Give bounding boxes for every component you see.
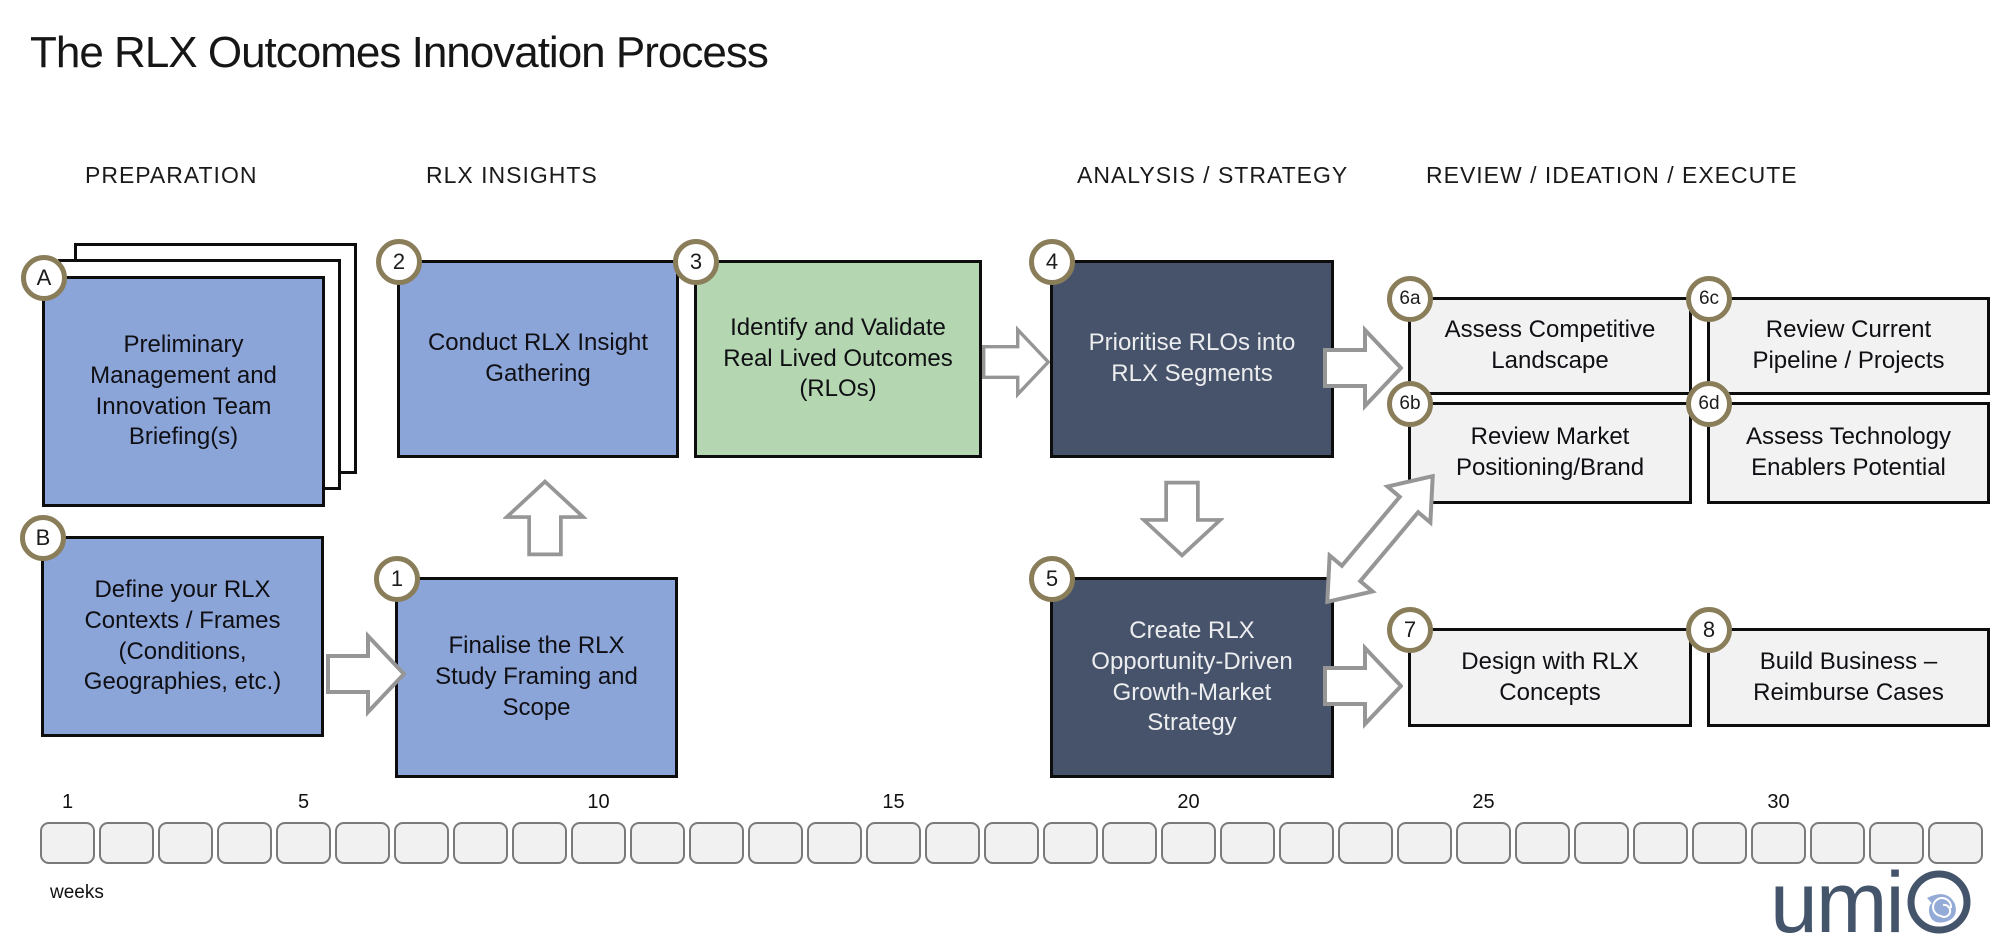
timeline-cell	[1633, 822, 1688, 864]
phase-header-review-ideation-execute: REVIEW / IDEATION / EXECUTE	[1426, 162, 1798, 188]
step-label-8: Build Business – Reimburse Cases	[1753, 647, 1944, 706]
arrow-right-3-to-4-icon	[982, 325, 1050, 399]
step-label-1: Finalise the RLX Study Framing and Scope	[435, 632, 638, 721]
phase-header-preparation: PREPARATION	[85, 162, 258, 188]
arrow-right-4-to-6a-icon	[1323, 324, 1403, 412]
timeline-cell	[1515, 822, 1570, 864]
step-badge-6a: 6a	[1387, 276, 1433, 322]
step-box-4: 4 Prioritise RLOs into RLX Segments	[1029, 239, 1334, 458]
umio-logo-text: umi	[1770, 854, 1905, 948]
step-box-6c: 6c Review Current Pipeline / Projects	[1686, 276, 1990, 395]
timeline-cell	[40, 822, 95, 864]
timeline-cell	[512, 822, 567, 864]
step-badge-3: 3	[673, 239, 719, 285]
timeline-cell	[1102, 822, 1157, 864]
timeline-cell	[984, 822, 1039, 864]
step-box-5: 5 Create RLX Opportunity-Driven Growth-M…	[1029, 556, 1334, 778]
timeline-cell	[99, 822, 154, 864]
timeline-cell	[394, 822, 449, 864]
week-label: 20	[1177, 791, 1200, 813]
step-box-6b: 6b Review Market Positioning/Brand	[1387, 381, 1692, 504]
step-label-a: Preliminary Management and Innovation Te…	[90, 331, 277, 451]
timeline-cell	[1574, 822, 1629, 864]
step-badge-6d: 6d	[1686, 381, 1732, 427]
timeline-cell	[1456, 822, 1511, 864]
timeline-cell	[158, 822, 213, 864]
step-box-8: 8 Build Business – Reimburse Cases	[1686, 607, 1990, 727]
arrow-right-b-to-1-icon	[326, 630, 406, 718]
timeline-cell	[1279, 822, 1334, 864]
step-badge-6b: 6b	[1387, 381, 1433, 427]
timeline-cell	[866, 822, 921, 864]
arrow-up-1-to-2-icon	[503, 479, 587, 557]
week-label: 5	[297, 791, 310, 813]
timeline-cell	[1161, 822, 1216, 864]
step-label-5: Create RLX Opportunity-Driven Growth-Mar…	[1091, 617, 1293, 737]
timeline-cell	[689, 822, 744, 864]
arrow-down-4-to-5-icon	[1140, 480, 1224, 558]
step-label-2: Conduct RLX Insight Gathering	[427, 329, 649, 387]
timeline-cell	[276, 822, 331, 864]
step-label-6d: Assess Technology Enablers Potential	[1745, 423, 1951, 481]
step-label-6c: Review Current Pipeline / Projects	[1752, 316, 1945, 374]
step-badge-4: 4	[1029, 239, 1075, 285]
timeline-cell	[1928, 822, 1983, 864]
timeline-cell	[925, 822, 980, 864]
timeline-cells	[0, 822, 2000, 864]
timeline-cell	[1220, 822, 1275, 864]
step-box-7: 7 Design with RLX Concepts	[1387, 607, 1692, 727]
step-badge-1: 1	[374, 556, 420, 602]
step-box-b: B Define your RLX Contexts / Frames (Con…	[20, 515, 324, 737]
step-label-7: Design with RLX Concepts	[1461, 647, 1639, 706]
step-label-4: Prioritise RLOs into RLX Segments	[1088, 329, 1296, 387]
nautilus-shell-icon	[1907, 870, 1971, 934]
arrow-double-5-to-6b-icon	[1325, 473, 1435, 605]
timeline-cell	[807, 822, 862, 864]
step-box-a: A Preliminary Management and Innovation …	[21, 255, 325, 507]
step-badge-8: 8	[1686, 607, 1732, 653]
step-badge-7: 7	[1387, 607, 1433, 653]
step-box-1: 1 Finalise the RLX Study Framing and Sco…	[374, 556, 678, 778]
step-badge-6c: 6c	[1686, 276, 1732, 322]
timeline-cell	[1869, 822, 1924, 864]
timeline-cell	[453, 822, 508, 864]
timeline-cell	[1810, 822, 1865, 864]
week-label: 25	[1472, 791, 1495, 813]
umio-logo: umi	[1770, 854, 1973, 948]
step-badge-b: B	[20, 515, 66, 561]
step-box-2: 2 Conduct RLX Insight Gathering	[376, 239, 679, 458]
week-label: 15	[882, 791, 905, 813]
step-label-6a: Assess Competitive Landscape	[1444, 316, 1656, 374]
step-badge-5: 5	[1029, 556, 1075, 602]
step-label-b: Define your RLX Contexts / Frames (Condi…	[83, 576, 282, 696]
step-label-3: Identify and Validate Real Lived Outcome…	[723, 313, 953, 403]
timeline-cell	[630, 822, 685, 864]
step-box-6d: 6d Assess Technology Enablers Potential	[1686, 381, 1990, 504]
page-title: The RLX Outcomes Innovation Process	[30, 28, 769, 77]
phase-header-analysis-strategy: ANALYSIS / STRATEGY	[1077, 162, 1349, 188]
timeline-cell	[1338, 822, 1393, 864]
timeline-cell	[1751, 822, 1806, 864]
timeline-cell	[748, 822, 803, 864]
timeline-cell	[335, 822, 390, 864]
timeline-unit-label: weeks	[50, 882, 104, 903]
step-badge-a: A	[21, 255, 67, 301]
step-label-6b: Review Market Positioning/Brand	[1455, 423, 1645, 481]
timeline-cell	[1043, 822, 1098, 864]
timeline-cell	[1692, 822, 1747, 864]
arrow-right-5-to-7-icon	[1323, 642, 1403, 730]
week-label: 30	[1767, 791, 1790, 813]
timeline-cell	[571, 822, 626, 864]
week-label: 1	[61, 791, 74, 813]
step-badge-2: 2	[376, 239, 422, 285]
timeline-cell	[1397, 822, 1452, 864]
week-label: 10	[587, 791, 610, 813]
step-box-3: 3 Identify and Validate Real Lived Outco…	[673, 239, 982, 458]
step-box-6a: 6a Assess Competitive Landscape	[1387, 276, 1692, 395]
phase-header-rlx-insights: RLX INSIGHTS	[426, 162, 598, 188]
timeline-cell	[217, 822, 272, 864]
